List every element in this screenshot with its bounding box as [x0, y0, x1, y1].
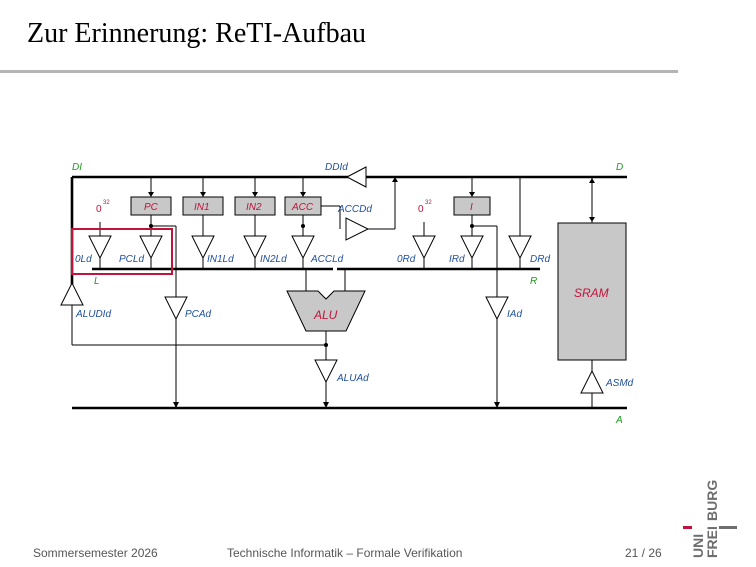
label-pcad: PCAd — [185, 309, 212, 320]
label-bus-di: DI — [72, 162, 82, 173]
const-zero-right: 0 — [418, 204, 424, 215]
driver-aluad — [314, 359, 338, 384]
logo-bar-gray — [719, 526, 737, 529]
label-aludid: ALUDId — [75, 309, 111, 320]
arrow-sram-down — [589, 217, 595, 222]
label-register-pc: PC — [144, 202, 159, 213]
label-pcld: PCLd — [119, 254, 144, 265]
footer-semester: Sommersemester 2026 — [33, 546, 158, 560]
driver-in2ld — [243, 235, 267, 260]
driver-0rd — [412, 235, 436, 260]
wires-drivers-to-bus — [99, 258, 521, 269]
label-bus-d: D — [616, 162, 623, 173]
arrow-sram-up — [589, 178, 595, 183]
label-sram: SRAM — [574, 286, 609, 300]
junction-i — [470, 224, 474, 228]
const-zero-left: 0 — [96, 204, 102, 215]
title-rule — [0, 70, 678, 73]
label-bus-a: A — [615, 415, 623, 426]
label-register-in1: IN1 — [194, 202, 210, 213]
logo-text-frei: FREI — [704, 526, 720, 558]
const-exp-left: 32 — [103, 200, 110, 206]
junction-acc — [301, 224, 305, 228]
university-logo: BURG FREI UNI — [683, 480, 737, 558]
driver-aludid — [60, 281, 84, 306]
arrows-to-a-bus — [173, 402, 500, 408]
const-exp-right: 32 — [425, 200, 432, 206]
arrows-d-to-registers — [148, 177, 475, 197]
driver-iad — [485, 296, 509, 321]
alu — [286, 290, 366, 332]
label-asmd: ASMd — [605, 378, 634, 389]
logo-text-burg: BURG — [704, 480, 720, 521]
label-ddid: DDId — [325, 162, 348, 173]
driver-drd — [508, 235, 532, 260]
label-in1ld: IN1Ld — [207, 254, 234, 265]
logo-bar-red — [683, 526, 692, 529]
sram — [557, 222, 627, 361]
driver-pcld — [139, 235, 163, 260]
label-bus-l: L — [94, 276, 100, 287]
footer-page-number: 21 / 26 — [625, 546, 662, 560]
driver-pcad — [164, 296, 188, 321]
driver-accld — [291, 235, 315, 260]
label-iad: IAd — [507, 309, 522, 320]
footer-course: Technische Informatik – Formale Verifika… — [227, 546, 463, 560]
label-aluad: ALUAd — [336, 373, 369, 384]
label-register-i: I — [470, 202, 473, 213]
slide-title: Zur Erinnerung: ReTI-Aufbau — [27, 18, 366, 49]
label-alu: ALU — [313, 308, 338, 322]
label-0ld: 0Ld — [75, 254, 92, 265]
driver-in1ld — [191, 235, 215, 260]
highlight-box — [71, 228, 173, 275]
label-register-in2: IN2 — [246, 202, 262, 213]
junction-pc — [149, 224, 153, 228]
label-in2ld: IN2Ld — [260, 254, 287, 265]
label-accld: ACCLd — [310, 254, 344, 265]
driver-ddid — [345, 166, 367, 188]
label-register-acc: ACC — [291, 202, 314, 213]
driver-asmd — [580, 369, 604, 394]
driver-ird — [460, 235, 484, 260]
label-accdd: ACCDd — [337, 204, 372, 215]
arrow-accdd-d — [392, 177, 398, 182]
driver-0ld — [88, 235, 112, 260]
label-bus-r: R — [530, 276, 537, 287]
logo-text-uni: UNI — [690, 534, 706, 558]
label-drd: DRd — [530, 254, 550, 265]
driver-accdd — [345, 217, 370, 241]
label-ird: IRd — [449, 254, 465, 265]
label-0rd: 0Rd — [397, 254, 416, 265]
